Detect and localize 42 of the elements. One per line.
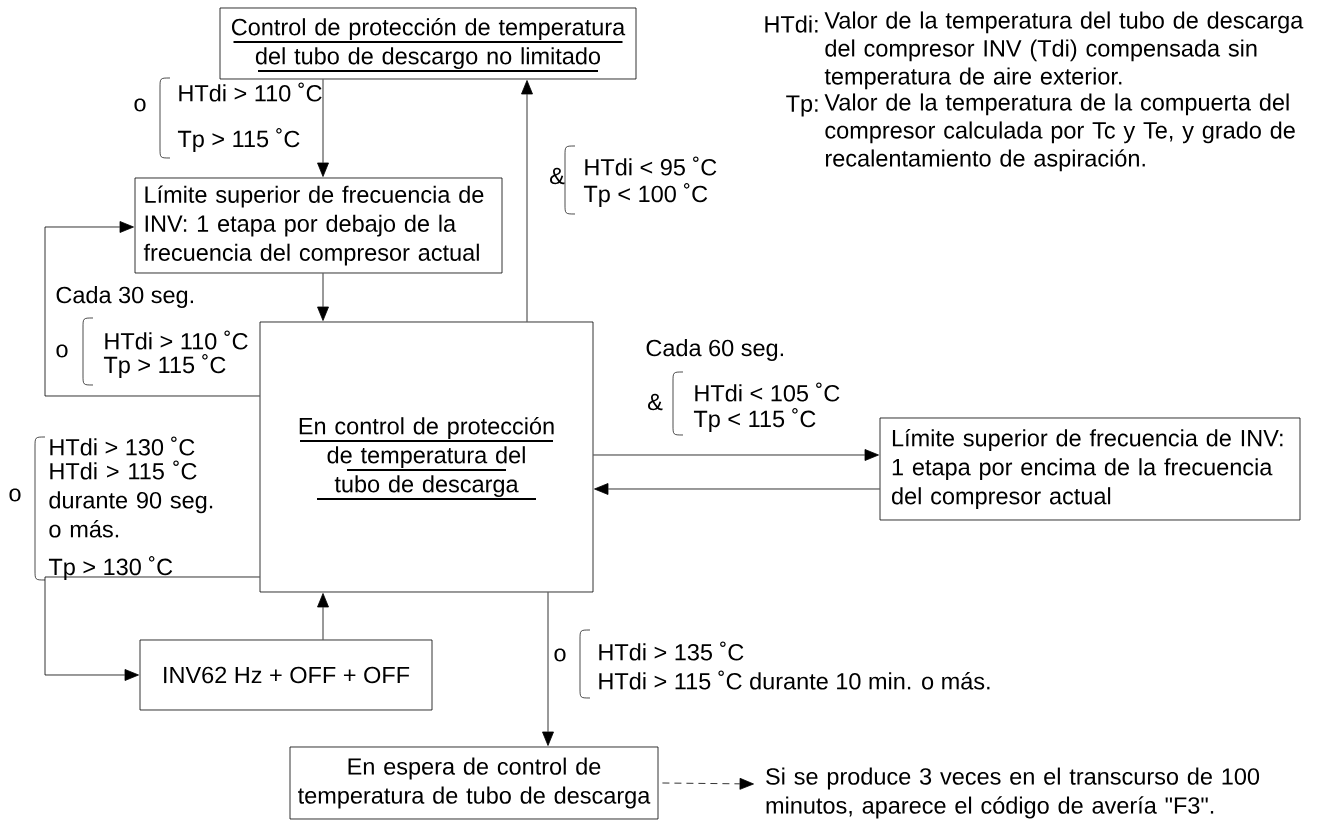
condition-text: HTdi > 130 ˚C — [50, 436, 195, 456]
state-box: En espera de control de temperatura de tubo de descarga — [289, 746, 659, 820]
arrow — [317, 593, 329, 640]
condition-text: Tp > 130 ˚C — [48, 556, 173, 580]
state-box: Control de protección de temperatura del tubo de descargo no limitado — [219, 7, 637, 80]
condition-text: Tp > 115 ˚C — [103, 354, 226, 378]
condition-text: HTdi > 110 ˚C — [105, 330, 248, 350]
operator-label: & — [648, 393, 663, 411]
arrow — [44, 221, 260, 397]
operator-label: o — [134, 98, 146, 112]
arrow — [521, 80, 533, 322]
process-box: Límite superior de frecuencia de INV: 1 etapa por encima de la frecuencia del compresor actual — [879, 417, 1301, 521]
condition-text: HTdi > 110 ˚C — [179, 82, 322, 102]
arrow — [317, 273, 329, 321]
definition-text: Valor de la temperatura de la compuerta del compresor calculada por Tc y Te, y grado de recalentamiento de aspiración. — [824, 93, 1295, 172]
note-text: Si se produce 3 veces en el transcurso de 100 minutos, aparece el código de avería "F3". — [766, 767, 1260, 819]
operator-label: & — [550, 167, 565, 185]
condition-text: Tp < 115 ˚C — [693, 408, 816, 432]
arrow — [44, 576, 260, 681]
interval-label: Cada 30 seg. — [56, 286, 193, 308]
arrow — [594, 483, 880, 495]
arrow — [593, 449, 879, 461]
condition-text: HTdi > 135 ˚C — [599, 641, 744, 661]
definition-text: Valor de la temperatura del tubo de descarga del compresor INV (Tdi) compensada sin temperatura de aire exterior. — [824, 11, 1304, 90]
condition-text: HTdi > 115 ˚C durante 90 seg. o más. — [49, 460, 213, 538]
interval-label: Cada 60 seg. — [646, 339, 783, 361]
condition-text: Tp > 115 ˚C — [177, 128, 300, 152]
arrow — [542, 592, 554, 746]
process-box: Límite superior de frecuencia de INV: 1 etapa por debajo de la frecuencia del compresor actual — [134, 177, 503, 274]
operator-label: o — [9, 488, 21, 502]
condition-text: HTdi < 95 ˚C — [585, 156, 717, 176]
term-label: HTdi: — [765, 15, 818, 33]
condition-text: Tp < 100 ˚C — [583, 183, 708, 207]
operator-label: o — [56, 344, 68, 358]
condition-text: HTdi < 105 ˚C — [695, 382, 840, 402]
condition-text: HTdi > 115 ˚C durante 10 min. o más. — [599, 670, 990, 690]
state-box: En control de protección de temperatura del tubo de descarga — [259, 321, 594, 593]
arrow — [662, 777, 754, 790]
process-box: INV62 Hz + OFF + OFF — [139, 639, 433, 711]
term-label: Tp: — [786, 95, 818, 117]
operator-label: o — [554, 648, 566, 662]
arrow — [317, 79, 329, 177]
